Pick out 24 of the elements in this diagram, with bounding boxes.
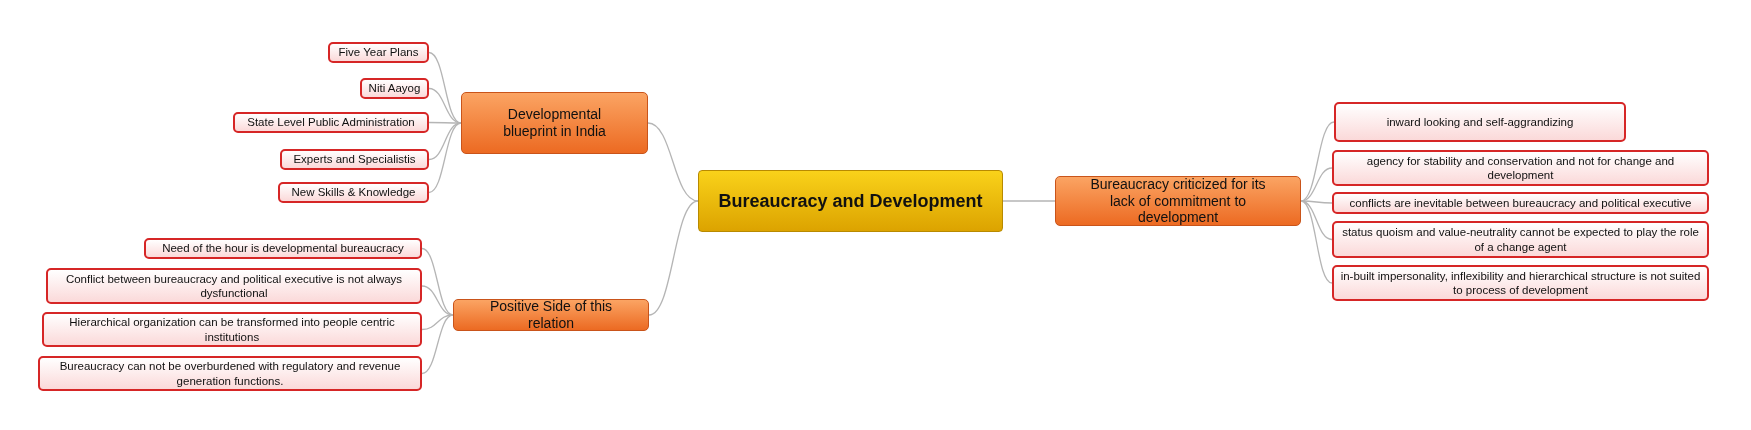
subtopic-box: inward looking and self-aggrandizing xyxy=(1334,102,1626,142)
subtopic-box: New Skills & Knowledge xyxy=(278,182,429,203)
connector-line xyxy=(648,200,699,316)
subtopic-box: Hierarchical organization can be transformed into people centric institutions xyxy=(42,312,422,347)
connector-line xyxy=(1300,200,1333,284)
subtopic-box: status quoism and value-neutrality cannot be expected to play the role of a change agent xyxy=(1332,221,1709,258)
subtopic-box: Experts and Specialistis xyxy=(280,149,429,170)
connector-line xyxy=(647,122,699,202)
branch-topic-box: Bureaucracy criticized for its lack of commitment to development xyxy=(1055,176,1301,226)
branch-topic-box: Positive Side of this relation xyxy=(453,299,649,331)
connector-line xyxy=(428,122,462,194)
subtopic-box: Five Year Plans xyxy=(328,42,429,63)
subtopic-box: in-built impersonality, inflexibility and hierarchical structure is not suited to process of development xyxy=(1332,265,1709,301)
subtopic-box: Need of the hour is developmental bureaucracy xyxy=(144,238,422,259)
central-topic-box: Bureaucracy and Development xyxy=(698,170,1003,232)
subtopic-box: Bureaucracy can not be overburdened with regulatory and revenue generation functions. xyxy=(38,356,422,391)
branch-topic-box: Developmental blueprint in India xyxy=(461,92,648,154)
subtopic-box: Conflict between bureaucracy and political executive is not always dysfunctional xyxy=(46,268,422,304)
subtopic-box: Niti Aayog xyxy=(360,78,429,99)
connector-line xyxy=(421,314,454,375)
connector-line xyxy=(1002,200,1056,202)
subtopic-box: agency for stability and conservation and not for change and development xyxy=(1332,150,1709,186)
subtopic-box: State Level Public Administration xyxy=(233,112,429,133)
subtopic-box: conflicts are inevitable between bureaucracy and political executive xyxy=(1332,192,1709,214)
